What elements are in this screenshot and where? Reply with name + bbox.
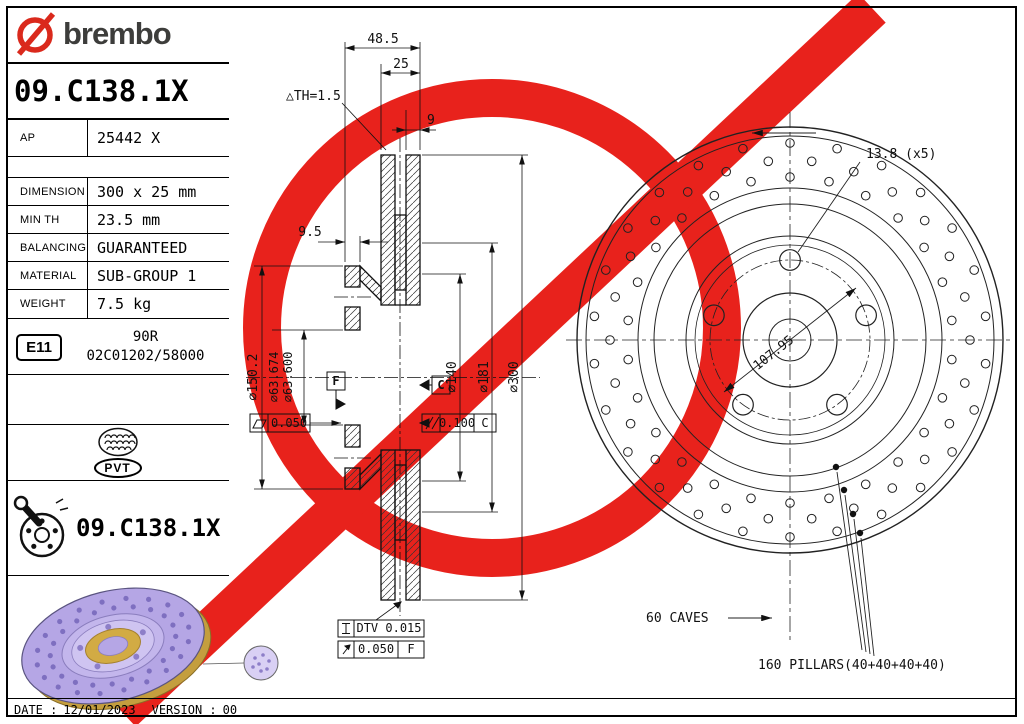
parallelism-ref: C (481, 416, 488, 430)
part-number-footer-box: 09.C138.1X (6, 480, 229, 576)
dim-181: ⌀181 (477, 361, 492, 392)
brembo-logo-icon (16, 12, 56, 56)
photo-drill-holes (34, 595, 192, 697)
section-solids (344, 154, 421, 601)
drill-pattern-callout (243, 645, 279, 681)
datum-c-triangle-icon (418, 379, 430, 391)
flatness-icon (252, 419, 267, 429)
drill-holes (589, 138, 991, 542)
front-centerlines (566, 112, 1014, 642)
ap-label: AP (6, 120, 88, 156)
spec-value: 7.5 kg (97, 295, 152, 313)
brand-header: brembo (6, 6, 229, 64)
dim-63-600: ⌀63.600 (281, 352, 295, 403)
date-value: 12/01/2023 (63, 703, 136, 717)
ap-row: AP 25442 X (6, 120, 229, 157)
approval-number: 90R 02C01202/58000 (62, 328, 229, 366)
callout-dots (251, 653, 271, 673)
pillar-vent-icon (97, 427, 138, 457)
e11-badge: E11 (16, 333, 62, 361)
spec-value: 300 x 25 mm (97, 182, 197, 201)
runout-frame (337, 640, 425, 659)
spec-value: 23.5 mm (97, 210, 161, 229)
spec-label: MATERIAL (6, 262, 88, 289)
disc-outer-diameter (576, 126, 1004, 554)
spec-label: DIMENSION (6, 178, 88, 205)
ap-value: 25442 X (97, 129, 161, 147)
flatness-value: 0.050 (271, 416, 307, 430)
footer: DATE : 12/01/2023 VERSION : 00 (14, 703, 243, 717)
approval-line2: 02C01202/58000 (86, 348, 205, 364)
part-number: 09.C138.1X (14, 74, 189, 108)
parallelism-value: 0.100 (439, 416, 475, 430)
dim-140: ⌀140 (445, 361, 460, 392)
front-view (566, 112, 1014, 657)
caves-label: 60 CAVES (646, 611, 709, 626)
datum-c-label: C (437, 378, 444, 392)
version-value: 00 (222, 703, 238, 717)
section-dimensions (254, 42, 528, 601)
version-label: VERSION : (151, 703, 217, 717)
spec-label: WEIGHT (6, 290, 88, 318)
dim-25: 25 (393, 57, 409, 72)
spec-table: DIMENSION 300 x 25 mm MIN TH 23.5 mm BAL… (6, 177, 229, 319)
dim-9-5: 9.5 (298, 225, 321, 240)
dim-150-2: ⌀150.2 (246, 354, 261, 401)
dtv-icon (342, 623, 350, 634)
pillar-dots (832, 463, 864, 537)
dtv-value: DTV 0.015 (356, 621, 421, 635)
spec-row-min-th: MIN TH 23.5 mm (6, 206, 229, 234)
spec-value: GUARANTEED (97, 238, 188, 257)
spec-row-weight: WEIGHT 7.5 kg (6, 290, 229, 318)
bolt-holes-label: 13.8 (x5) (866, 147, 936, 162)
footer-divider (6, 698, 1017, 699)
dim-min-thickness: △TH=1.5 (286, 89, 341, 104)
spec-row-material: MATERIAL SUB-GROUP 1 (6, 262, 229, 290)
datum-f-triangle-icon (335, 398, 347, 410)
dim-48-5: 48.5 (367, 32, 398, 47)
disc-bore (97, 636, 129, 656)
bolt-circle (709, 259, 871, 421)
brand-name: brembo (63, 16, 172, 51)
spec-label: BALANCING (6, 234, 88, 261)
pillars-label: 160 PILLARS(40+40+40+40) (758, 658, 946, 673)
datum-f-label: F (332, 374, 339, 388)
runout-ref: F (407, 642, 414, 656)
runout-value: 0.050 (358, 642, 394, 656)
date-label: DATE : (14, 703, 58, 717)
dim-9: 9 (427, 113, 435, 128)
section-dim-labels: 48.5 25 △TH=1.5 9 9.5 ⌀150.2 ⌀63.674 ⌀63… (246, 32, 522, 402)
section-view (246, 138, 540, 616)
spec-row-balancing: BALANCING GUARANTEED (6, 234, 229, 262)
dim-63-674: ⌀63.674 (267, 352, 281, 403)
part-number-box: 09.C138.1X (6, 64, 229, 120)
spec-label: MIN TH (6, 206, 88, 233)
pvt-row: PVT (6, 424, 229, 480)
gdt-labels: F C 0.050 0.100 C DTV 0.015 0.050 F (271, 374, 489, 656)
dim-300: ⌀300 (507, 361, 522, 392)
watermark-slash-icon (108, 0, 886, 724)
dtv-frame (337, 619, 425, 638)
front-annotation-lines (723, 129, 875, 657)
pcd-dimension-line (723, 287, 857, 393)
pvt-badge: PVT (93, 458, 142, 478)
part-number-footer: 09.C138.1X (76, 514, 221, 542)
spec-value: SUB-GROUP 1 (97, 266, 197, 285)
type-approval-row: E11 90R 02C01202/58000 (6, 320, 229, 375)
disc-wrench-icon (13, 495, 69, 558)
spec-panel: brembo 09.C138.1X AP 25442 X DIMENSION 3… (6, 6, 229, 718)
gdt-frames (249, 371, 497, 659)
spec-row-dimension: DIMENSION 300 x 25 mm (6, 178, 229, 206)
photo-bolt-holes (77, 623, 146, 670)
disc-photo (21, 587, 279, 710)
approval-line1: 90R (132, 329, 159, 345)
